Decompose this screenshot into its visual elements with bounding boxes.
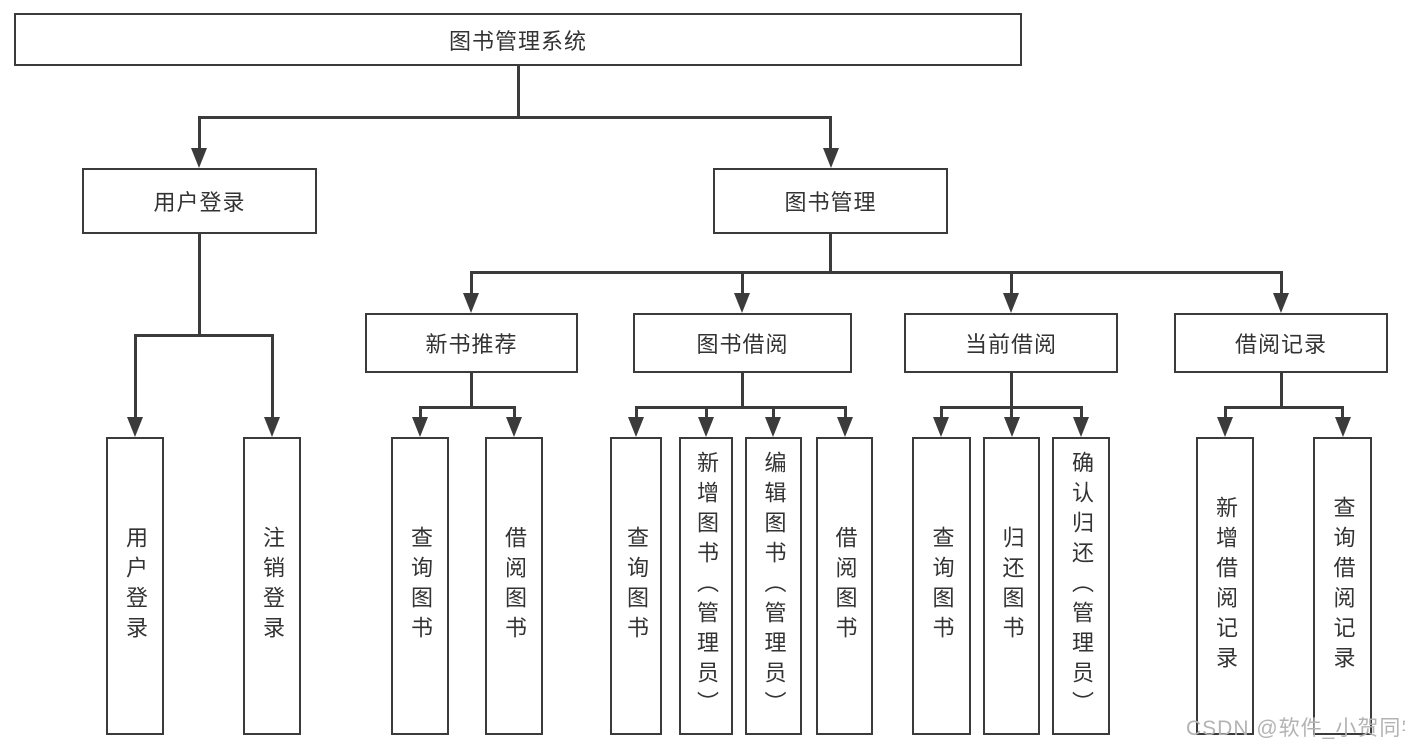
connector (469, 271, 473, 296)
connector (843, 406, 847, 419)
connector (1341, 406, 1344, 419)
arrowhead (822, 148, 839, 168)
connector (1010, 406, 1013, 419)
arrowhead (1073, 417, 1089, 437)
leaf-confirm-return-admin: 确认归还（管理员） (1052, 437, 1110, 735)
connector (740, 271, 744, 296)
connector (771, 406, 775, 419)
node-root: 图书管理系统 (14, 13, 1022, 66)
connector (197, 234, 201, 336)
node-user-login: 用户登录 (82, 168, 317, 234)
connector (133, 334, 137, 419)
connector (199, 116, 832, 119)
connector (270, 334, 274, 419)
connector (1079, 406, 1083, 419)
arrowhead (191, 148, 207, 168)
node-current-borrow: 当前借阅 (904, 313, 1118, 373)
connector (740, 373, 744, 408)
arrowhead (1217, 417, 1233, 437)
connector (704, 406, 708, 419)
arrowhead (1003, 417, 1020, 437)
leaf-user-login: 用户登录 (106, 437, 164, 735)
leaf-add-books-admin: 新增图书（管理员） (679, 437, 733, 735)
arrowhead (765, 417, 781, 437)
connector (829, 234, 832, 274)
arrowhead (463, 293, 479, 313)
connector (471, 271, 1281, 274)
arrowhead (412, 417, 428, 437)
leaf-borrow-books-1: 借阅图书 (485, 437, 543, 735)
leaf-query-books-1: 查询图书 (391, 437, 449, 735)
leaf-query-books-3: 查询图书 (912, 437, 971, 735)
connector (418, 406, 422, 419)
arrowhead (1273, 293, 1289, 313)
leaf-return-books: 归还图书 (983, 437, 1040, 735)
connector (516, 66, 520, 118)
node-book-borrow: 图书借阅 (633, 313, 852, 373)
connector (829, 116, 832, 150)
arrowhead (264, 417, 280, 437)
connector (1009, 271, 1013, 296)
arrowhead (698, 417, 714, 437)
connector (135, 334, 274, 337)
node-borrow-records: 借阅记录 (1174, 313, 1388, 373)
arrowhead (506, 417, 522, 437)
connector (512, 406, 516, 419)
arrowhead (734, 293, 750, 313)
connector (469, 373, 473, 408)
arrowhead (127, 417, 143, 437)
arrowhead (933, 417, 949, 437)
arrowhead (1003, 293, 1019, 313)
node-new-book-recommend: 新书推荐 (365, 313, 578, 373)
connector (636, 406, 845, 409)
csdn-watermark: CSDN @软件_小贺同学 (1186, 717, 1405, 740)
node-book-management: 图书管理 (713, 168, 948, 234)
leaf-query-borrow-record: 查询借阅记录 (1313, 437, 1372, 735)
connector (1223, 406, 1227, 419)
connector (1009, 373, 1013, 408)
leaf-logout: 注销登录 (243, 437, 301, 735)
leaf-borrow-books-2: 借阅图书 (816, 437, 873, 735)
leaf-edit-books-admin: 编辑图书（管理员） (745, 437, 802, 735)
arrowhead (837, 417, 853, 437)
connector (634, 406, 638, 419)
connector (1279, 373, 1283, 408)
leaf-query-books-2: 查询图书 (610, 437, 662, 735)
arrowhead (1334, 417, 1351, 437)
connector (1225, 406, 1343, 409)
leaf-add-borrow-record: 新增借阅记录 (1196, 437, 1254, 735)
connector (420, 406, 514, 409)
connector (1279, 271, 1283, 296)
connector (939, 406, 943, 419)
arrowhead (628, 417, 644, 437)
connector (197, 116, 201, 150)
